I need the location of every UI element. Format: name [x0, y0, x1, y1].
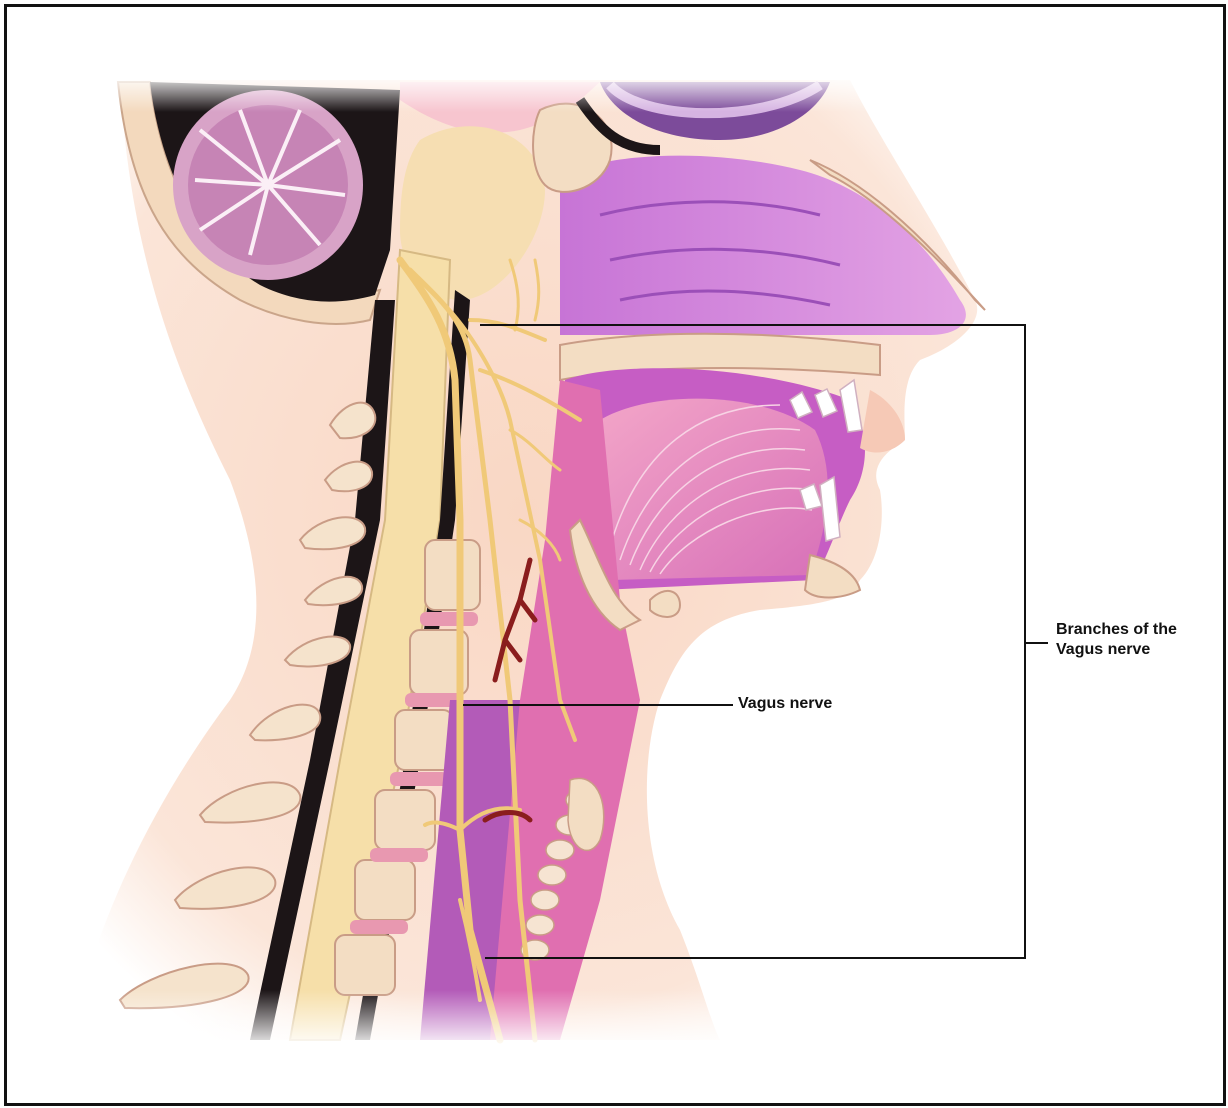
vagus-nerve-label: Vagus nerve: [738, 694, 832, 714]
cerebellum: [173, 90, 363, 280]
branches-label-line1: Branches of the: [1056, 620, 1226, 640]
branches-label: Branches of the Vagus nerve: [1056, 620, 1226, 660]
hyoid: [650, 591, 680, 617]
branches-label-line2: Vagus nerve: [1056, 640, 1226, 660]
